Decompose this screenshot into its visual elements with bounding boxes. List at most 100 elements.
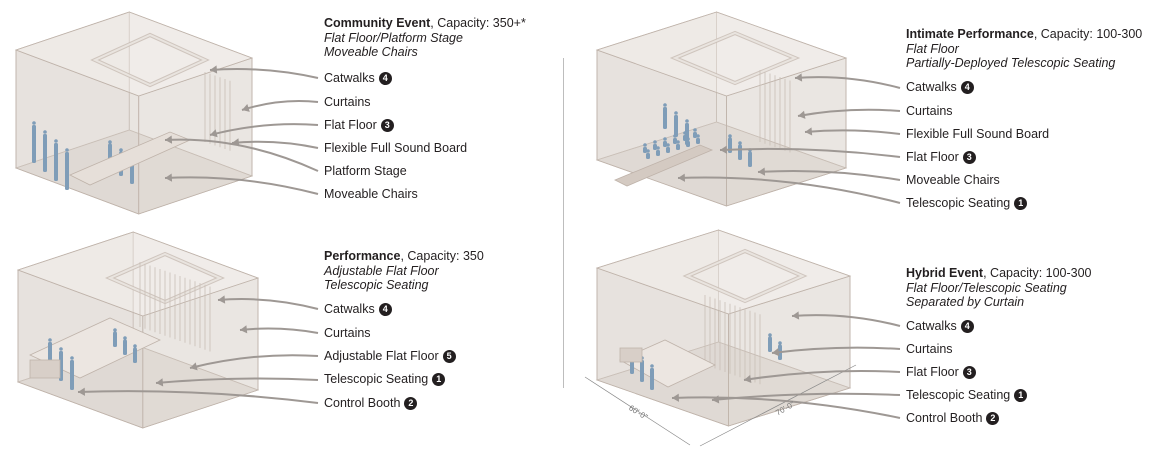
audience-figure <box>54 147 58 151</box>
diagram-community <box>14 11 319 215</box>
callout-arrow <box>797 108 901 117</box>
audience-figure <box>43 162 47 166</box>
diagram-performance <box>16 231 319 429</box>
audience-figure <box>663 103 667 107</box>
audience-figure <box>133 353 137 357</box>
audience-figure <box>65 180 69 184</box>
room-ceiling <box>14 11 254 97</box>
arrowhead <box>165 135 173 144</box>
audience-figure <box>674 123 678 127</box>
audience-figure <box>630 368 634 374</box>
audience-figure <box>70 356 74 360</box>
audience-figure <box>133 357 137 363</box>
arrowhead <box>210 65 218 74</box>
number-badge: 3 <box>380 119 394 132</box>
panel-hybrid-header: Hybrid Event, Capacity: 100-300 Flat Flo… <box>906 266 1092 309</box>
audience-figure <box>65 152 69 156</box>
audience-figure <box>70 380 74 384</box>
audience-figure <box>663 119 667 123</box>
panel-subtitle: Adjustable Flat Floor <box>324 264 439 278</box>
arrowhead <box>798 110 806 119</box>
audience-figure <box>686 137 690 141</box>
callout-arrow <box>189 354 319 369</box>
callout-arrow <box>771 346 901 354</box>
room-ceiling <box>595 11 848 97</box>
audience-figure <box>65 172 69 176</box>
audience-figure <box>728 134 732 138</box>
audience-figure <box>70 360 74 364</box>
number-badge: 4 <box>960 320 974 333</box>
audience-figure <box>123 339 127 343</box>
number-badge: 4 <box>960 81 974 94</box>
audience-figure <box>43 150 47 154</box>
audience-figure <box>663 107 667 111</box>
audience-figure <box>673 138 677 144</box>
arrowhead <box>805 127 813 136</box>
callout-arrow <box>719 147 901 158</box>
panel-subtitle: Separated by Curtain <box>906 295 1025 309</box>
audience-figure <box>54 143 58 147</box>
audience-figure <box>65 168 69 172</box>
audience-figure <box>685 119 689 123</box>
callout-arrow <box>743 370 901 381</box>
dimension-line <box>699 364 857 447</box>
audience-figure <box>133 350 137 354</box>
audience-figure <box>630 364 634 368</box>
arrowhead <box>758 167 766 176</box>
audience-figure <box>59 347 63 351</box>
audience-figure <box>693 128 697 132</box>
audience-figure <box>65 184 69 190</box>
audience-figure <box>48 350 52 354</box>
room-ceiling <box>595 229 852 315</box>
audience-figure <box>48 338 52 342</box>
panel-performance-header: Performance, Capacity: 350 Adjustable Fl… <box>324 249 484 292</box>
callout-arrow <box>77 390 319 404</box>
audience-figure <box>778 341 782 345</box>
audience-figure <box>663 115 667 119</box>
audience-figure <box>32 125 36 129</box>
audience-figure <box>640 364 644 368</box>
audience-figure <box>70 364 74 368</box>
audience-figure <box>123 349 127 355</box>
audience-figure <box>646 153 650 159</box>
audience-figure <box>650 384 654 390</box>
arrowhead <box>78 387 85 396</box>
audience-figure <box>674 119 678 123</box>
audience-figure <box>685 127 689 131</box>
catwalk-frame <box>92 33 208 87</box>
audience-figure <box>113 341 117 347</box>
number-badge: 2 <box>404 397 418 410</box>
panel-subtitle: Flat Floor <box>906 42 959 56</box>
audience-figure <box>650 368 654 372</box>
audience-figure <box>768 336 772 340</box>
audience-figure <box>54 171 58 175</box>
audience-figure <box>43 134 47 138</box>
callout-arrow <box>794 76 901 89</box>
audience-figure <box>32 129 36 133</box>
audience-figure <box>113 337 117 341</box>
number-badge: 3 <box>962 366 976 379</box>
audience-figure <box>54 139 58 143</box>
audience-figure <box>674 115 678 119</box>
audience-figure <box>728 138 732 144</box>
arrowhead <box>678 173 685 182</box>
arrowhead <box>242 104 250 112</box>
panel-title: Hybrid Event <box>906 266 984 280</box>
arrowhead <box>190 362 198 371</box>
audience-figure <box>685 123 689 127</box>
panel-capacity: , Capacity: 350 <box>400 249 484 263</box>
audience-figure <box>43 166 47 172</box>
panel-subtitle: Flat Floor/Platform Stage <box>324 31 463 45</box>
audience-figure <box>778 344 782 348</box>
audience-figure <box>673 134 677 138</box>
number-badge: 3 <box>962 151 976 164</box>
audience-figure <box>650 364 654 368</box>
callout-arrow <box>677 176 901 204</box>
control-booth <box>619 347 643 363</box>
audience-figure <box>663 111 667 115</box>
